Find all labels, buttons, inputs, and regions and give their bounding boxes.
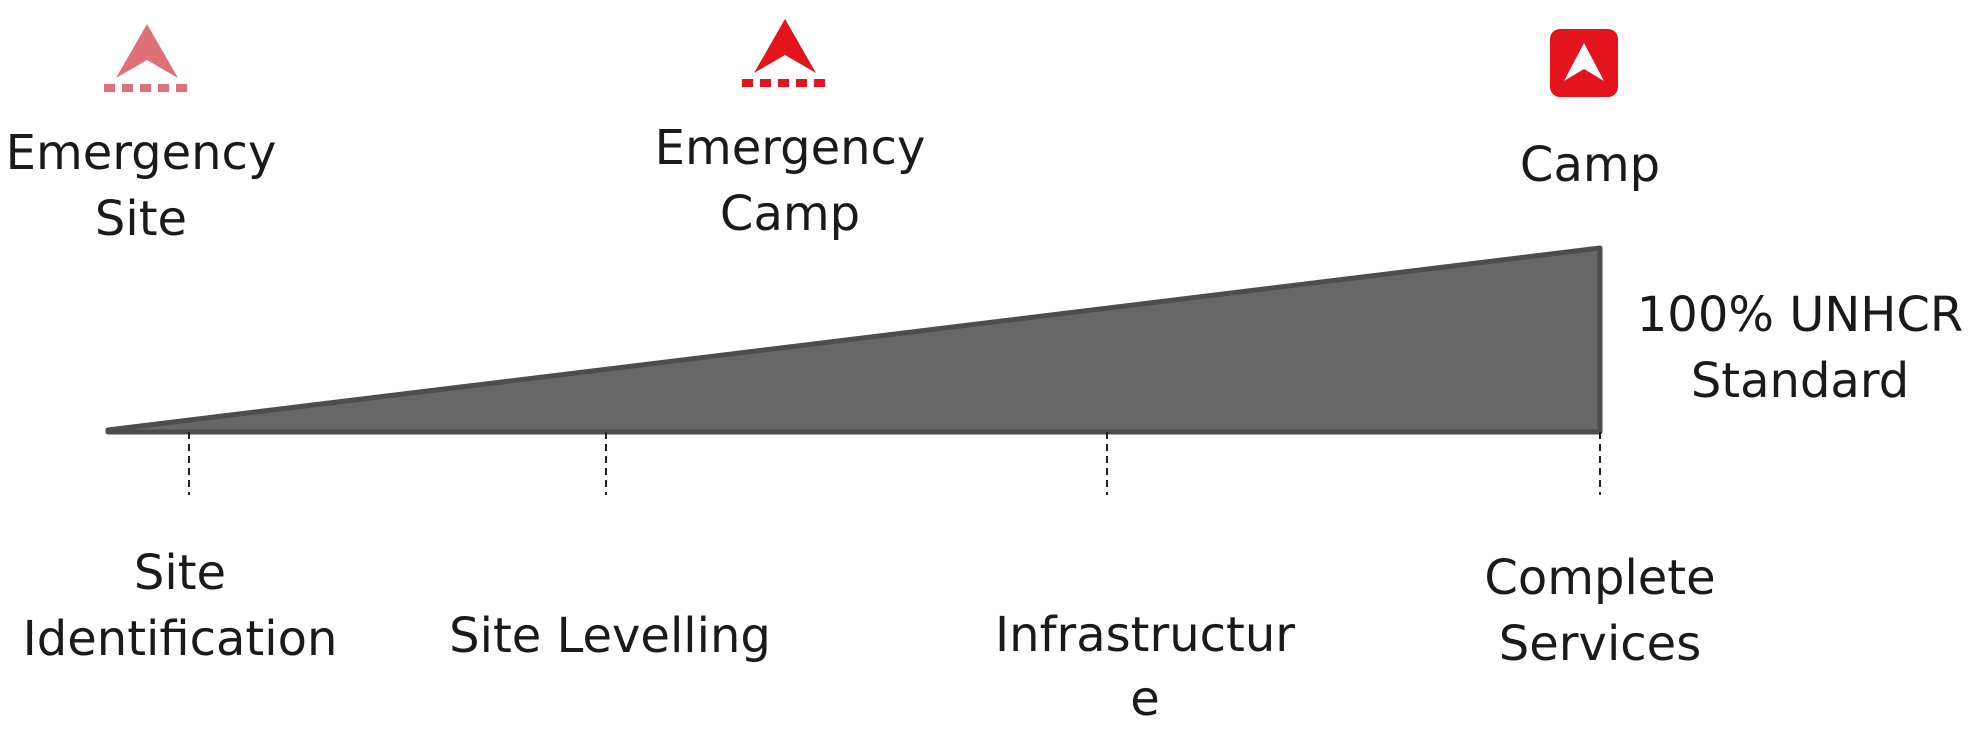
stage-label-camp: Camp [1519, 137, 1661, 193]
tent-faded-icon [104, 24, 187, 92]
milestone-label-site-levelling: Site Levelling [449, 608, 771, 664]
tent-red-icon [742, 19, 825, 87]
progress-wedge [105, 245, 1603, 435]
camp-square-icon [1550, 29, 1618, 97]
